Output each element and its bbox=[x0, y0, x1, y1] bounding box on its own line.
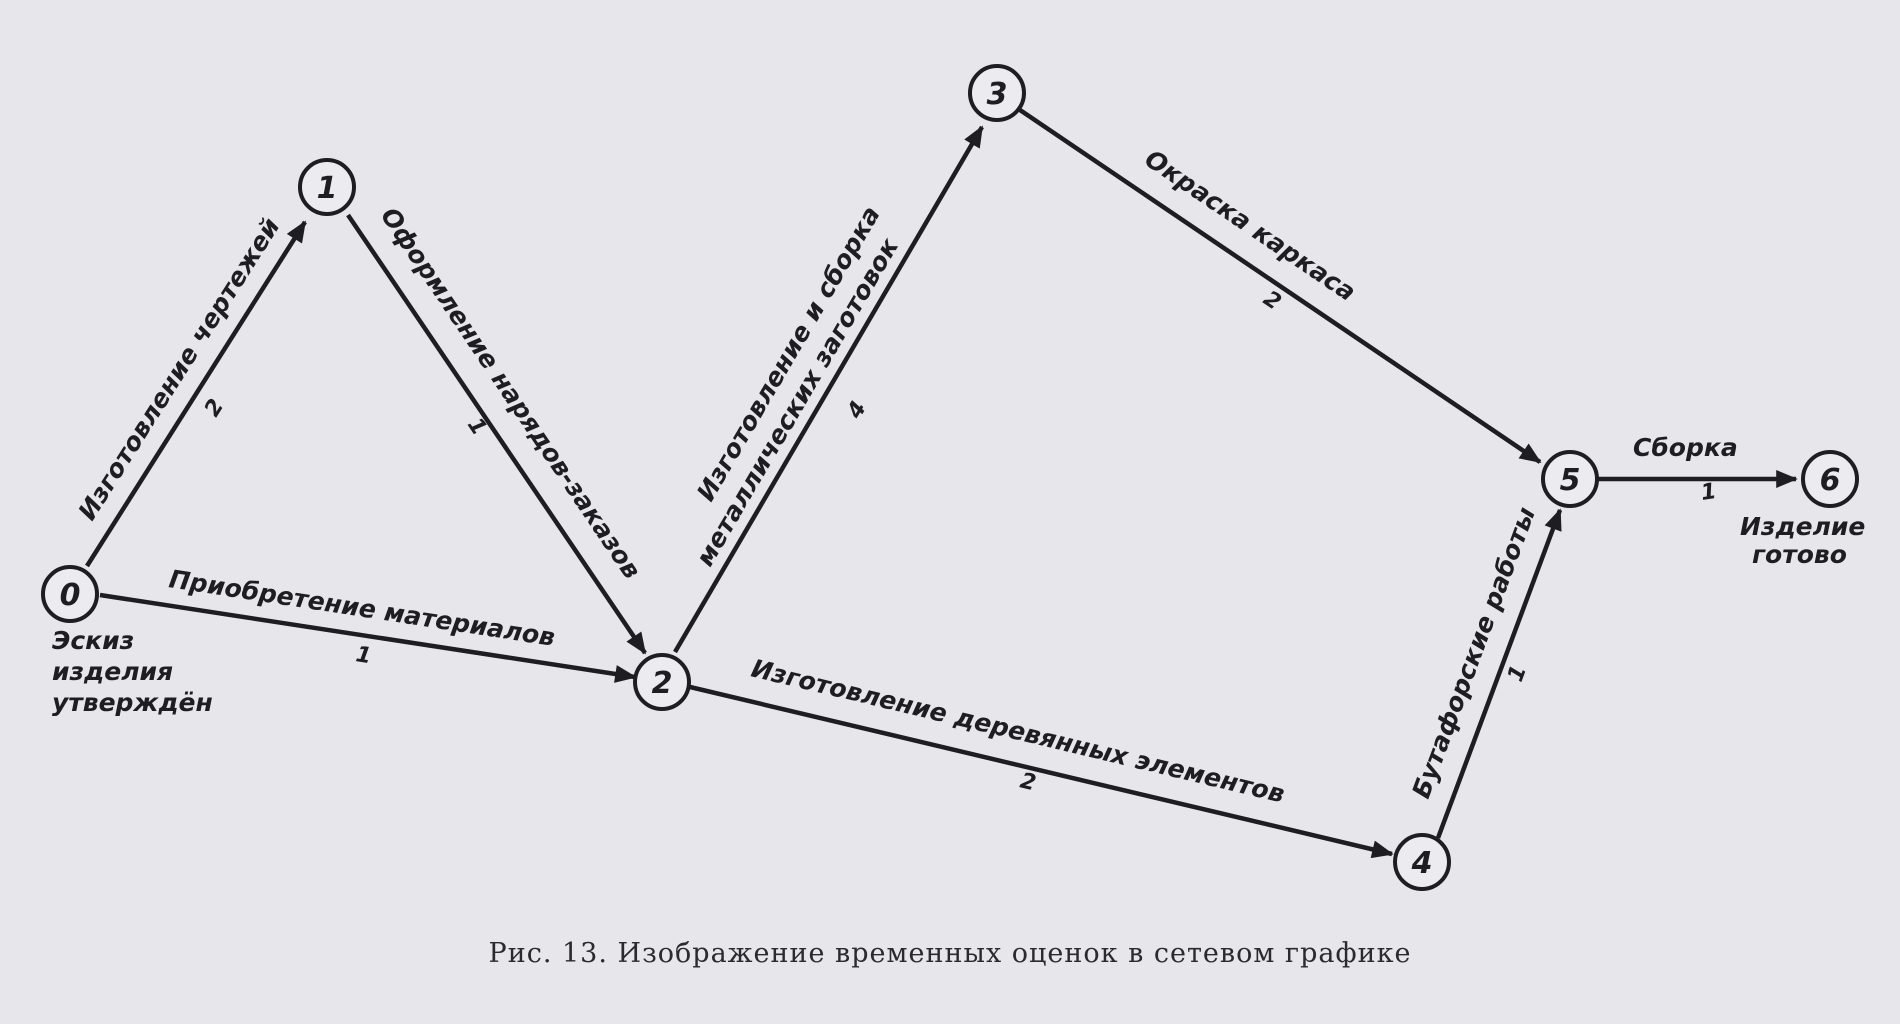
edge-4-5 bbox=[1435, 508, 1563, 839]
activity-label-1-2: Оформление нарядов-заказов bbox=[375, 202, 647, 584]
node-0: 0 bbox=[41, 565, 99, 623]
node-6-label: 6 bbox=[1820, 463, 1841, 498]
duration-label-0-1: 2 bbox=[200, 395, 229, 421]
activity-label-2-3-line2: металлических заготовок bbox=[690, 232, 904, 571]
edge-2-4 bbox=[689, 684, 1394, 859]
node-3-label: 3 bbox=[987, 77, 1008, 112]
edge-1-2 bbox=[346, 213, 647, 655]
duration-label-4-5: 1 bbox=[1503, 662, 1532, 685]
start-note-line2: изделия bbox=[52, 657, 173, 686]
edge-0-2 bbox=[99, 592, 637, 683]
start-note-line1: Эскиз bbox=[52, 626, 134, 655]
activity-label-4-5: Бутафорские работы bbox=[1406, 503, 1541, 802]
activity-label-0-2: Приобретение материалов bbox=[167, 564, 557, 652]
node-6: 6 bbox=[1801, 450, 1859, 508]
edge-0-1 bbox=[85, 220, 307, 568]
node-1-label: 1 bbox=[317, 171, 338, 206]
node-4: 4 bbox=[1393, 833, 1451, 891]
activity-label-0-1: Изготовление чертежей bbox=[73, 213, 286, 525]
edge-2-3 bbox=[673, 125, 984, 654]
node-5: 5 bbox=[1541, 450, 1599, 508]
duration-label-5-6: 1 bbox=[1699, 479, 1718, 506]
node-2: 2 bbox=[633, 653, 691, 711]
node-4-label: 4 bbox=[1411, 846, 1433, 881]
end-note-line2: готово bbox=[1752, 540, 1847, 569]
node-2-label: 2 bbox=[652, 666, 673, 701]
node-3: 3 bbox=[968, 64, 1026, 122]
node-0-label: 0 bbox=[60, 578, 81, 613]
edge-3-5 bbox=[1018, 108, 1542, 464]
duration-label-0-2: 1 bbox=[354, 642, 373, 669]
end-note: Изделие готово bbox=[1740, 512, 1865, 569]
node-1: 1 bbox=[298, 158, 356, 216]
duration-label-3-5: 2 bbox=[1259, 286, 1286, 315]
node-5-label: 5 bbox=[1560, 463, 1581, 498]
start-note: Эскиз изделия утверждён bbox=[52, 626, 213, 717]
start-note-line3: утверждён bbox=[52, 688, 213, 717]
activity-label-2-4: Изготовление деревянных элементов bbox=[749, 654, 1288, 809]
duration-label-2-4: 2 bbox=[1018, 769, 1039, 797]
activity-label-5-6: Сборка bbox=[1633, 433, 1738, 462]
duration-label-2-3: 4 bbox=[842, 397, 872, 424]
activity-label-3-5: Окраска каркаса bbox=[1140, 144, 1361, 307]
end-note-line1: Изделие bbox=[1740, 512, 1865, 541]
figure-caption: Рис. 13. Изображение временных оценок в … bbox=[488, 938, 1412, 969]
